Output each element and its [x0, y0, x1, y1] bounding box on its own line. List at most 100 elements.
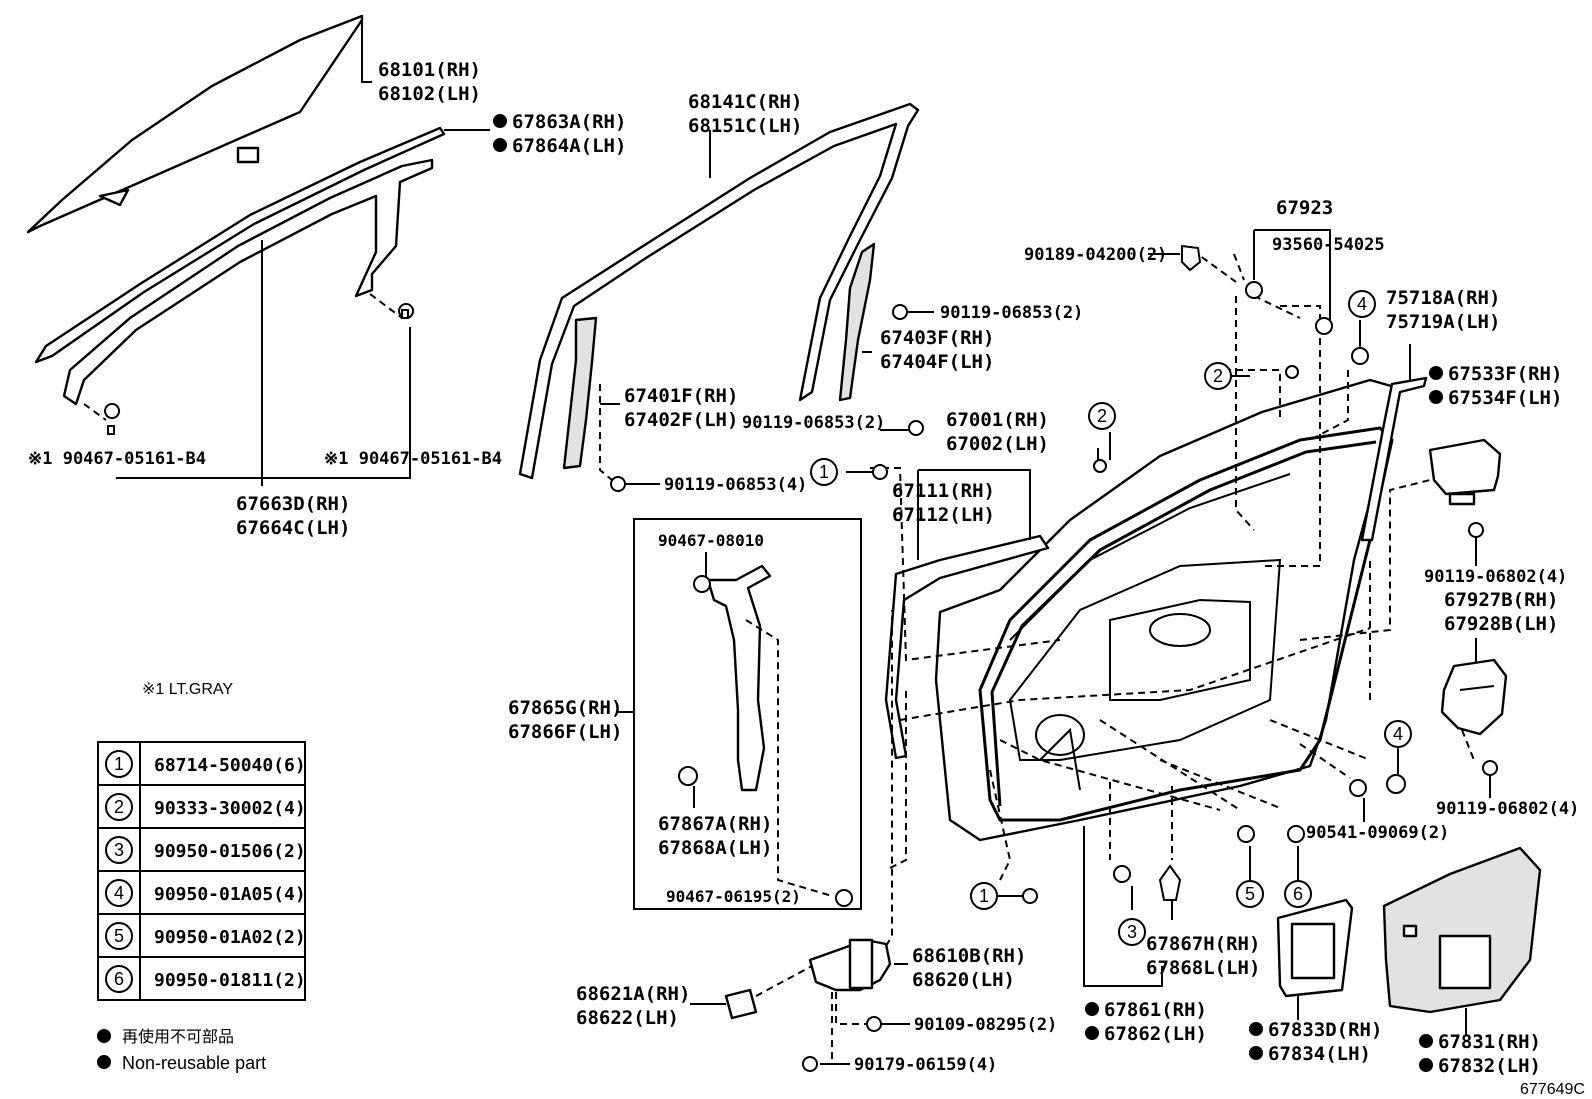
cover-block: [1428, 438, 1502, 538]
label-68151c: 68151C(LH): [688, 115, 802, 137]
table-key: 1: [114, 754, 124, 774]
label-68622: 68622(LH): [576, 1007, 679, 1029]
label-67868a: 67868A(LH): [658, 837, 772, 859]
label-67867a: 67867A(RH): [658, 813, 772, 835]
label-67111: 67111(RH): [892, 480, 995, 502]
callout-number: 1: [819, 462, 829, 482]
label-90119-06802-a: 90119-06802(4): [1424, 567, 1567, 587]
door-check: [808, 938, 892, 992]
label-67533f: 67533F(RH): [1448, 363, 1562, 385]
table-part-number: 90950-01A05(4): [154, 884, 306, 905]
label-90109: 90109-08295(2): [914, 1015, 1057, 1035]
emblem: [1360, 376, 1428, 542]
label-68621a: 68621A(RH): [576, 983, 690, 1005]
table-key-circle: [105, 793, 133, 821]
callout-number: 4: [1393, 724, 1403, 744]
label-67831: 67831(RH): [1438, 1031, 1541, 1053]
label-68101: 68101(RH): [378, 59, 481, 81]
label-90541: 90541-09069(2): [1306, 823, 1449, 843]
label-67832: 67832(LH): [1438, 1055, 1541, 1077]
label-67401f: 67401F(RH): [624, 385, 738, 407]
label-clip-left: ※1 90467-05161-B4: [28, 449, 206, 469]
label-67927b: 67927B(RH): [1444, 589, 1558, 611]
table-part-number: 90950-01A02(2): [154, 927, 306, 948]
box-bracket: [678, 564, 772, 792]
label-67866f: 67866F(LH): [508, 721, 622, 743]
table-part-number: 90950-01506(2): [154, 841, 306, 862]
hinge: [724, 988, 758, 1020]
weatherstrip: [34, 126, 446, 364]
table-key-circle: [105, 836, 133, 864]
label-90179: 90179-06159(4): [854, 1055, 997, 1075]
callout-number: 6: [1293, 884, 1303, 904]
table-key: 4: [114, 883, 124, 903]
label-93560: 93560-54025: [1272, 235, 1385, 255]
label-67867h: 67867H(RH): [1146, 933, 1260, 955]
callout-circle: [1348, 290, 1376, 318]
callout-circle: [1204, 362, 1232, 390]
table-key-circle: [105, 922, 133, 950]
part-67923: [1093, 244, 1369, 473]
callout-number: 1: [979, 886, 989, 906]
table-key: 2: [114, 797, 124, 817]
label-bolt-c: 90119-06853(4): [664, 475, 807, 495]
callout-circle: [1384, 720, 1412, 748]
glass-run: [518, 102, 920, 480]
label-68610b: 68610B(RH): [912, 945, 1026, 967]
label-68620: 68620(LH): [912, 969, 1015, 991]
callout-circle: [1118, 918, 1146, 946]
label-68102: 68102(LH): [378, 83, 481, 105]
callout-number: 4: [1357, 294, 1367, 314]
label-67663d: 67663D(RH): [236, 493, 350, 515]
bolt-icon: [892, 304, 924, 436]
service-cover: [1382, 846, 1542, 1014]
callout-number: 5: [1245, 884, 1255, 904]
door-glass: [26, 14, 364, 234]
label-67923: 67923: [1276, 197, 1333, 219]
garnish: [62, 158, 434, 406]
callout-circle: [1236, 880, 1264, 908]
label-67862: 67862(LH): [1104, 1023, 1207, 1045]
table-part-number: 90950-01811(2): [154, 970, 306, 991]
figure-number: 677649C: [1520, 1081, 1585, 1098]
label-bolt-a: 90119-06853(2): [940, 303, 1083, 323]
clip-icon: [104, 303, 415, 435]
label-67868l: 67868L(LH): [1146, 957, 1260, 979]
label-75718a: 75718A(RH): [1386, 287, 1500, 309]
callout-number: 2: [1097, 406, 1107, 426]
label-67404f: 67404F(LH): [880, 351, 994, 373]
label-67863a: 67863A(RH): [512, 111, 626, 133]
label-67864a: 67864A(LH): [512, 135, 626, 157]
table-part-number: 90333-30002(4): [154, 798, 306, 819]
callout-circle: [1088, 402, 1116, 430]
callout-circle: [810, 458, 838, 486]
callout-circle: [1284, 880, 1312, 908]
front-channel: [838, 242, 876, 402]
label-67403f: 67403F(RH): [880, 327, 994, 349]
label-67664c: 67664C(LH): [236, 517, 350, 539]
table-key: 5: [114, 926, 124, 946]
label-68141c: 68141C(RH): [688, 91, 802, 113]
hole-cover: [1276, 898, 1354, 998]
bracket: [1440, 658, 1508, 776]
callout-circle: [970, 882, 998, 910]
callout-number: 3: [1127, 922, 1137, 942]
label-67112: 67112(LH): [892, 504, 995, 526]
label-90467-08010: 90467-08010: [658, 531, 764, 550]
label-67861: 67861(RH): [1104, 999, 1207, 1021]
legend-jp: 再使用不可部品: [122, 1028, 234, 1046]
callout-number: 2: [1213, 366, 1223, 386]
legend: 再使用不可部品 Non-reusable part: [97, 1028, 266, 1073]
table-key-circle: [105, 965, 133, 993]
label-67402f: 67402F(LH): [624, 409, 738, 431]
label-clip-right: ※1 90467-05161-B4: [324, 449, 502, 469]
table-key-circle: [105, 750, 133, 778]
label-67001: 67001(RH): [946, 409, 1049, 431]
table-part-number: 68714-50040(6): [154, 755, 306, 776]
label-90189: 90189-04200(2): [1024, 245, 1167, 265]
table-key: 6: [114, 969, 124, 989]
legend-en: Non-reusable part: [122, 1053, 266, 1073]
label-67833d: 67833D(RH): [1268, 1019, 1382, 1041]
